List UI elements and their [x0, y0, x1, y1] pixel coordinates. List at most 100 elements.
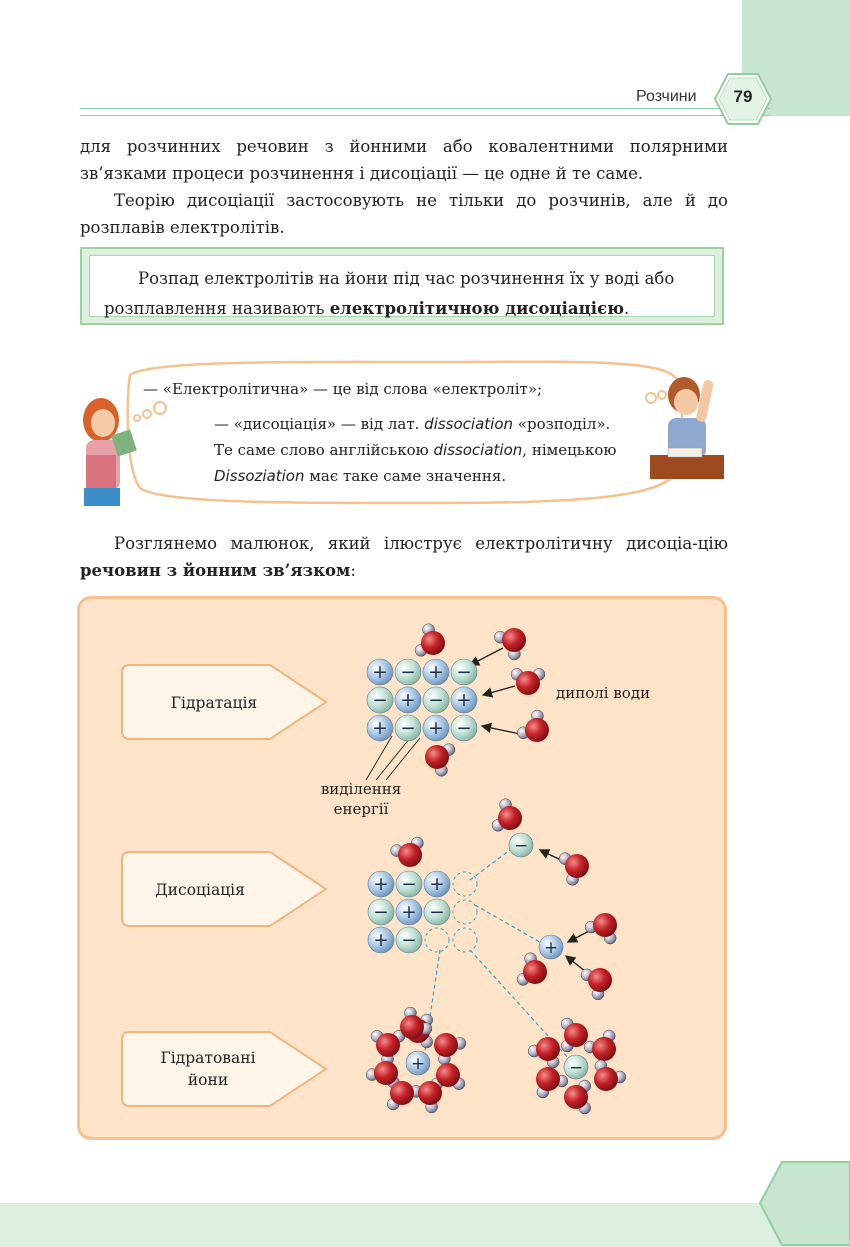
water-oxygen — [536, 1067, 560, 1091]
water-oxygen — [498, 806, 522, 830]
cation — [423, 870, 451, 898]
water-oxygen — [502, 628, 526, 652]
definition-text: Розпад електролітів на йони під час розч… — [104, 269, 675, 318]
svg-text:+: + — [429, 874, 444, 895]
dialog-line-2: — «дисоціація» — від лат. dissociation «… — [214, 415, 611, 433]
water-oxygen — [594, 1067, 618, 1091]
water-oxygen — [418, 1081, 442, 1105]
cation — [394, 686, 422, 714]
water-oxygen — [425, 745, 449, 769]
girl-illustration — [83, 398, 137, 506]
svg-text:−: − — [401, 874, 416, 895]
arrow — [468, 647, 504, 666]
water-oxygen — [421, 631, 445, 655]
water-oxygen — [516, 671, 540, 695]
dialog-bubble — [83, 360, 724, 506]
dashed-link — [474, 904, 546, 946]
svg-text:+: + — [400, 690, 415, 711]
paragraph-1: для розчинних речовин з йонними або кова… — [80, 137, 728, 183]
dialog-line-4: Dissoziation має таке саме значення. — [214, 467, 507, 485]
anion — [423, 898, 451, 926]
svg-text:+: + — [401, 902, 416, 923]
anion — [450, 714, 478, 742]
svg-text:−: − — [456, 662, 471, 683]
anion — [422, 686, 450, 714]
vacancy — [452, 871, 478, 897]
svg-text:−: − — [373, 902, 388, 923]
cation — [366, 714, 394, 742]
label-shape-hydration — [121, 664, 328, 740]
boy-illustration — [650, 377, 724, 479]
anion — [394, 714, 422, 742]
anion — [395, 926, 423, 954]
svg-text:−: − — [372, 690, 387, 711]
svg-text:−: − — [401, 930, 416, 951]
svg-text:−: − — [569, 1057, 583, 1077]
water-oxygen — [390, 1081, 414, 1105]
water-oxygen — [376, 1033, 400, 1057]
water-oxygen — [434, 1033, 458, 1057]
anion — [450, 658, 478, 686]
svg-text:+: + — [428, 662, 443, 683]
page-number-badge: 79 — [714, 72, 772, 126]
svg-text:−: − — [400, 718, 415, 739]
intro-paragraph: Розглянемо малюнок, який ілюструє електр… — [80, 534, 728, 580]
footer-band — [0, 1203, 850, 1247]
svg-text:+: + — [411, 1053, 425, 1073]
cation — [405, 1050, 431, 1076]
water-oxygen — [592, 1037, 616, 1061]
label-hydrated-ions: Гідратовані йони — [160, 1049, 256, 1089]
label-energy-release: виділення енергії — [320, 780, 402, 818]
water-oxygen — [536, 1037, 560, 1061]
svg-text:−: − — [428, 690, 443, 711]
section-title: Розчини — [636, 88, 697, 105]
label-shape-dissociation — [121, 851, 328, 927]
dashed-link — [469, 949, 571, 1061]
cation — [538, 934, 564, 960]
dashed-link — [469, 849, 511, 881]
cation — [422, 714, 450, 742]
svg-text:−: − — [429, 902, 444, 923]
svg-text:−: − — [514, 835, 528, 855]
water-oxygen — [398, 843, 422, 867]
svg-text:+: + — [372, 662, 387, 683]
dialog-line-1: — «Електролітична» — це від слова «елект… — [143, 380, 543, 398]
anion — [395, 870, 423, 898]
cation — [395, 898, 423, 926]
vacancy — [452, 927, 478, 953]
anion — [563, 1054, 589, 1080]
vacancy — [424, 927, 450, 953]
water-oxygen — [523, 960, 547, 984]
definition-box: Розпад електролітів на йони під час розч… — [80, 247, 724, 325]
vacancy — [452, 899, 478, 925]
svg-text:−: − — [400, 662, 415, 683]
water-oxygen — [593, 913, 617, 937]
definition-term: електролітичною дисоціацією — [329, 299, 625, 318]
dialog-line-3: Те саме слово англійською dissociation, … — [214, 441, 617, 459]
cation — [450, 686, 478, 714]
label-water-dipoles: диполі води — [556, 684, 651, 702]
cation — [422, 658, 450, 686]
water-oxygen — [525, 718, 549, 742]
header-rule — [80, 108, 770, 116]
anion — [367, 898, 395, 926]
svg-text:+: + — [428, 718, 443, 739]
water-oxygen — [374, 1061, 398, 1085]
paragraph-2: Теорію дисоціації застосовують не тільки… — [80, 191, 728, 237]
footer-hex-tab — [758, 1161, 850, 1246]
water-oxygen — [564, 1023, 588, 1047]
water-oxygen — [400, 1015, 424, 1039]
cation — [366, 658, 394, 686]
svg-text:+: + — [456, 690, 471, 711]
cation — [367, 926, 395, 954]
anion — [366, 686, 394, 714]
label-hydration: Гідратація — [170, 694, 258, 712]
svg-text:−: − — [456, 718, 471, 739]
anion — [394, 658, 422, 686]
svg-text:+: + — [544, 937, 558, 957]
water-oxygen — [588, 968, 612, 992]
svg-text:+: + — [373, 874, 388, 895]
energy-line — [365, 735, 393, 781]
energy-line — [375, 737, 411, 781]
